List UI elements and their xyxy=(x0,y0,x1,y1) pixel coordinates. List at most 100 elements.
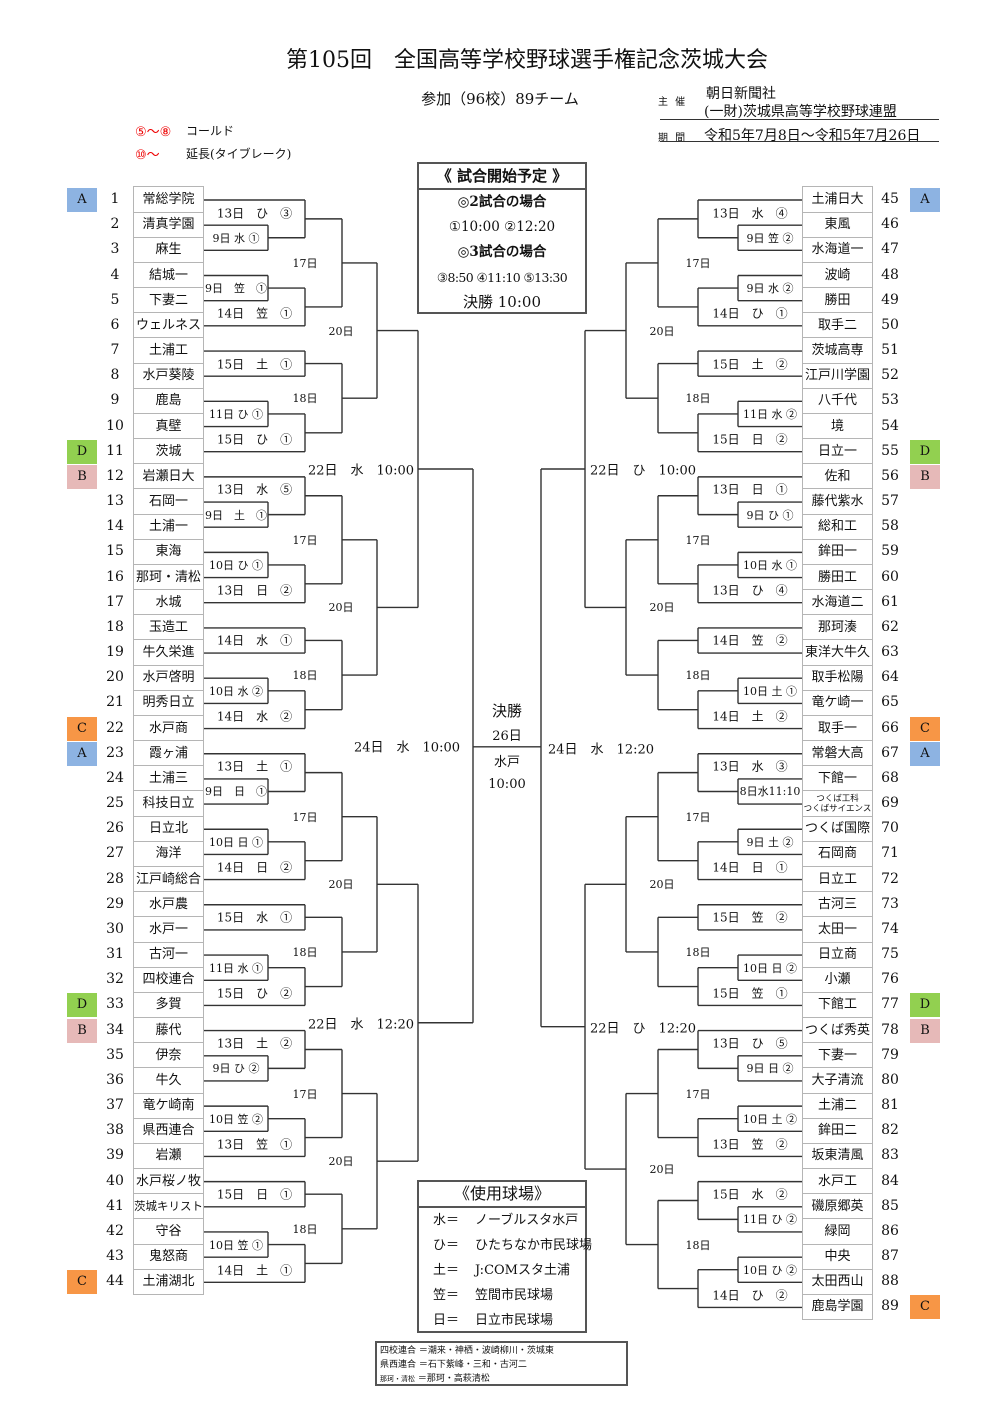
note-line: 那珂・清松 ＝那珂・高萩清松 xyxy=(377,1372,626,1386)
match-label: 10日 土 ② xyxy=(743,1112,797,1126)
match-label: 10日 日 ① xyxy=(209,835,263,849)
match-label: 9日 笠 ② xyxy=(746,231,794,245)
team-name: 県西連合 xyxy=(133,1118,204,1144)
team-number: 45 xyxy=(881,191,899,207)
team-number: 42 xyxy=(106,1222,124,1239)
match-label: 18日 xyxy=(292,669,318,683)
match-label: 22日 水 12:20 xyxy=(307,1017,414,1033)
seed-group-badge: B xyxy=(67,1018,97,1043)
match-label: 9日 ひ ② xyxy=(212,1062,260,1076)
team-name: 鉾田一 xyxy=(802,539,873,565)
team-name: 岩瀬 xyxy=(133,1143,204,1170)
legend-text: コールド xyxy=(186,124,235,138)
match-label: 20日 xyxy=(328,324,354,338)
match-label: 17日 xyxy=(685,533,711,547)
match-label: 18日 xyxy=(292,1222,318,1236)
match-label: 24日 水 12:20 xyxy=(548,742,655,758)
match-label: 10日 ひ ② xyxy=(743,1263,797,1277)
match-label: 14日 水 ① xyxy=(216,633,293,648)
team-number: 75 xyxy=(881,946,899,963)
team-number: 39 xyxy=(106,1147,124,1164)
team-name: ウェルネス xyxy=(133,313,204,339)
team-name: 太田西山 xyxy=(802,1269,873,1295)
match-label: 15日 笠 ② xyxy=(712,910,788,925)
team-number: 73 xyxy=(881,895,899,912)
team-name: 水戸商 xyxy=(133,715,204,742)
organizer-name: 朝日新聞社 xyxy=(706,86,776,102)
match-label: 18日 xyxy=(685,392,711,406)
team-name: 藤代紫水 xyxy=(802,489,873,515)
match-label: 13日 日 ② xyxy=(216,583,293,598)
match-label: 8日水11:10 xyxy=(739,785,801,799)
team-number: 65 xyxy=(881,694,899,711)
team-number: 25 xyxy=(106,795,124,812)
match-label: 9日 土 ① xyxy=(205,508,267,522)
team-number: 49 xyxy=(881,291,899,308)
team-name: 科技日立 xyxy=(133,791,204,817)
team-number: 58 xyxy=(881,518,899,535)
team-name: 竜ケ崎一 xyxy=(802,690,873,716)
team-number: 13 xyxy=(106,493,124,510)
match-label: 11日 水 ② xyxy=(743,407,797,421)
team-name: 那珂・清松 xyxy=(133,564,204,591)
team-number: 12 xyxy=(106,467,124,484)
venue-item: 笠＝笠間市民球場 xyxy=(419,1283,585,1308)
team-number: 76 xyxy=(881,971,899,988)
match-label: 20日 xyxy=(649,324,675,338)
team-name: 清真学園 xyxy=(133,212,204,238)
venue-key: 土＝ xyxy=(433,1263,460,1278)
team-name: 多賀 xyxy=(133,992,204,1018)
divider xyxy=(660,119,939,120)
seed-group-badge: C xyxy=(67,1270,97,1295)
team-number: 6 xyxy=(110,316,120,333)
match-label: 13日 笠 ① xyxy=(216,1137,293,1152)
seed-group-badge: D xyxy=(910,439,940,464)
match-label: 13日 ひ ⑤ xyxy=(712,1036,788,1051)
team-number: 55 xyxy=(881,442,899,459)
team-number: 7 xyxy=(110,342,120,359)
match-label: 24日 水 10:00 xyxy=(353,740,460,756)
match-label: 15日 土 ② xyxy=(712,357,788,372)
venues-title: 《使用球場》 xyxy=(419,1182,585,1208)
team-number: 70 xyxy=(881,820,899,837)
final-time: 10:00 xyxy=(488,776,526,792)
team-number: 82 xyxy=(881,1122,899,1139)
team-number: 2 xyxy=(110,216,120,233)
team-number: 16 xyxy=(106,568,124,585)
match-label: 17日 xyxy=(292,1087,318,1101)
team-number: 86 xyxy=(881,1222,899,1239)
venue-key: 笠＝ xyxy=(433,1288,460,1303)
team-number: 74 xyxy=(881,920,899,937)
team-name: 波崎 xyxy=(802,262,873,289)
match-label: 14日 日 ① xyxy=(712,860,788,875)
match-label: 10日 水 ① xyxy=(743,558,797,572)
team-number: 19 xyxy=(106,644,124,661)
match-label: 10日 ひ ① xyxy=(209,558,263,572)
match-label: 10日 水 ② xyxy=(209,684,263,698)
team-number: 8 xyxy=(110,367,120,384)
venues-box: 《使用球場》 水＝ノーブルスタ水戸 ひ＝ひたちなか市民球場 土＝J:COMスタ土… xyxy=(417,1180,592,1333)
schedule-line: ①10:00 ②12:20 xyxy=(448,219,556,235)
team-name: 茨城高専 xyxy=(802,338,873,364)
match-label: 10日 日 ② xyxy=(743,961,797,975)
venue-item: 日＝日立市民球場 xyxy=(419,1308,585,1333)
match-label: 9日 日 ② xyxy=(746,1062,794,1076)
match-label: 15日 水 ① xyxy=(216,910,293,925)
venue-item: 水＝ノーブルスタ水戸 xyxy=(419,1208,585,1233)
seed-group-badge: D xyxy=(910,993,940,1018)
team-number: 89 xyxy=(881,1298,899,1315)
match-label: 9日 日 ① xyxy=(205,785,267,799)
note-line: 四校連合 ＝潮来・神栖・波崎柳川・茨城東 xyxy=(377,1344,626,1358)
team-name: 取手二 xyxy=(802,313,873,339)
team-name: 水戸農 xyxy=(133,892,204,918)
match-label: 20日 xyxy=(649,1163,675,1177)
team-number: 34 xyxy=(106,1021,124,1038)
organizer-name: (一財)茨城県高等学校野球連盟 xyxy=(704,104,897,120)
team-number: 50 xyxy=(881,316,899,333)
match-label: 13日 水 ④ xyxy=(712,206,788,221)
team-number: 51 xyxy=(881,342,899,359)
match-label: 14日 笠 ② xyxy=(712,633,788,648)
team-number: 29 xyxy=(106,895,124,912)
match-label: 13日 日 ① xyxy=(712,482,788,497)
team-number: 38 xyxy=(106,1122,124,1139)
